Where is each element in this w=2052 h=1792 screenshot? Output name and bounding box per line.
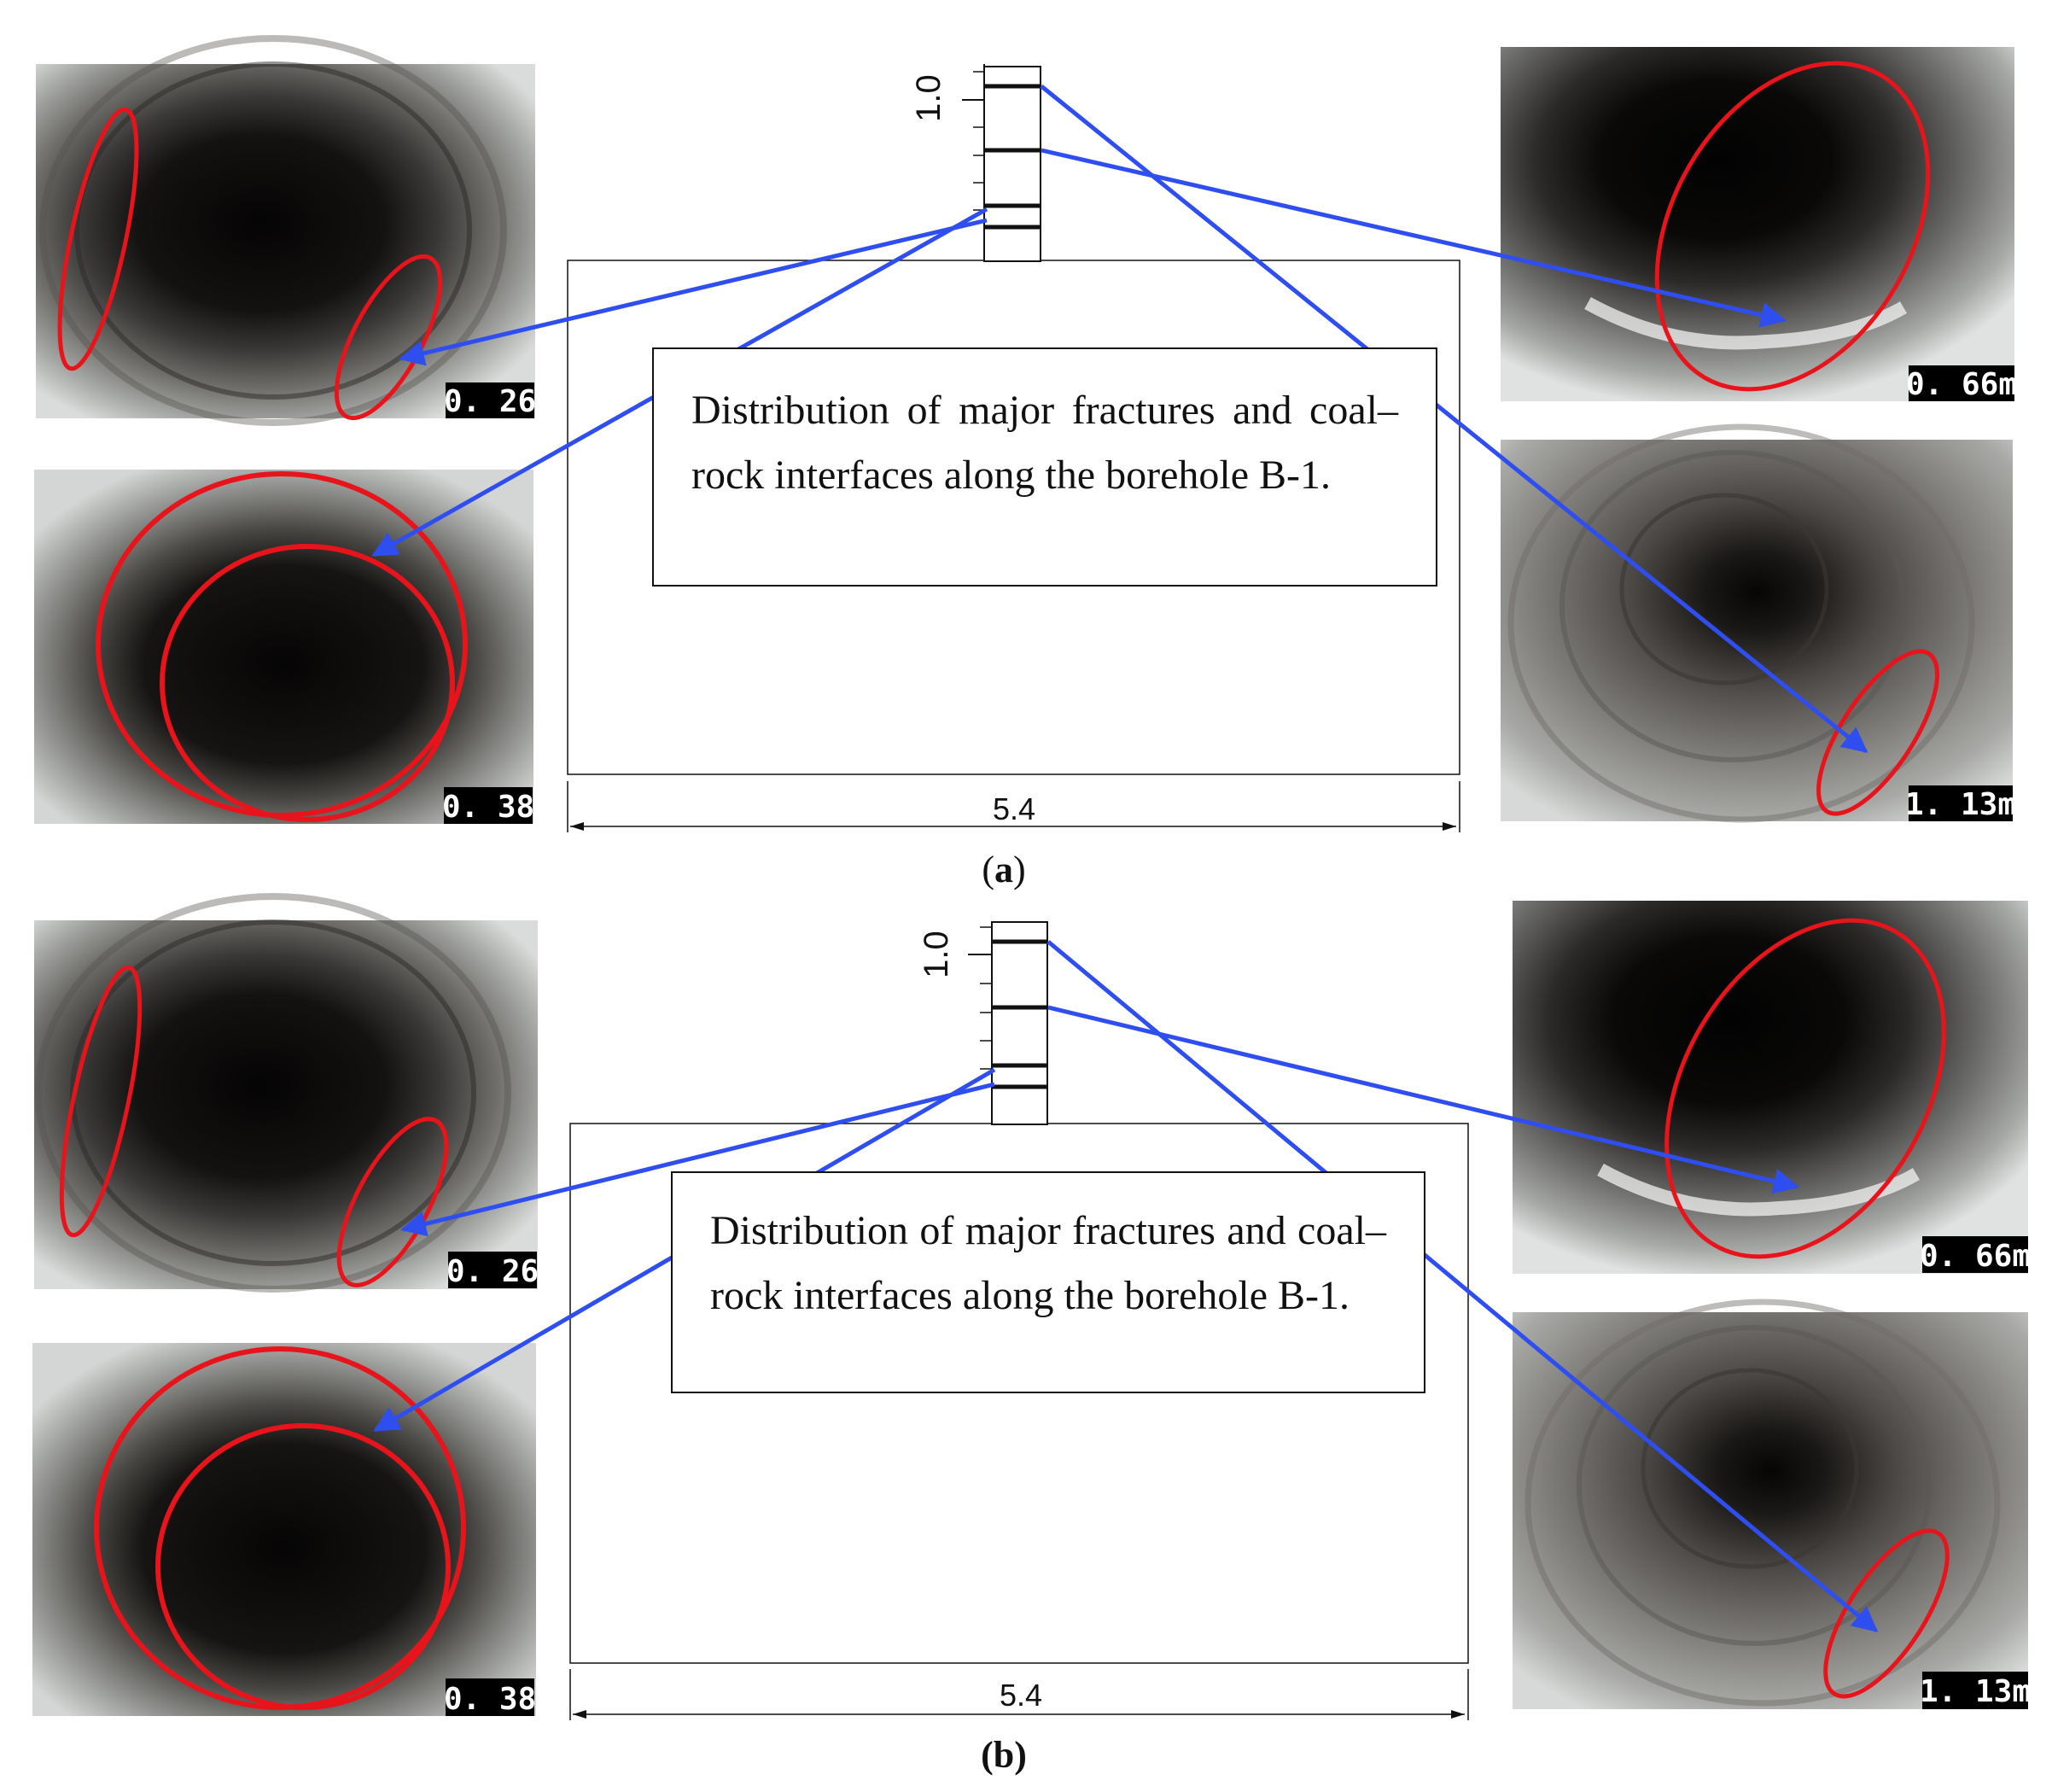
depth-label: 1. 13m — [1905, 787, 2016, 822]
arrow-to-1-13 — [1040, 85, 1868, 753]
depth-label: 0. 66m — [1906, 367, 2017, 402]
bore-ring — [74, 61, 472, 400]
arrow-to-0-66 — [1047, 1005, 1799, 1194]
dimension-arrow — [1451, 1710, 1465, 1719]
arrow-to-0-26 — [399, 218, 988, 366]
photo-lower-right-b: 1. 13m — [1513, 1299, 2031, 1709]
width-dimension-label: 5.4 — [993, 791, 1035, 826]
panel-label-a: (a) — [982, 849, 1026, 890]
bore-ring — [1641, 1368, 1859, 1569]
interface-ellipse — [155, 1423, 451, 1710]
borehole-schematic-a — [567, 64, 1460, 832]
photo-lower-left-b: 0. 38 — [32, 1343, 536, 1717]
borehole-image — [36, 64, 535, 418]
photo-upper-left-b: 0. 26 — [34, 893, 539, 1293]
width-dimension-label: 5.4 — [1000, 1678, 1042, 1713]
depth-label-bg — [446, 1678, 534, 1716]
bore-ring — [39, 35, 507, 426]
bore-ring — [1577, 1325, 1932, 1646]
borehole-column — [991, 921, 1048, 1125]
depth-label: 0. 26 — [446, 1254, 539, 1289]
depth-label-bg — [1909, 785, 2013, 821]
arrow-to-1-13 — [1046, 940, 1879, 1632]
borehole-image — [32, 1343, 536, 1716]
dimension-arrow — [573, 1710, 586, 1719]
caption-box-a: Distribution of major fractures and coal… — [652, 347, 1437, 587]
depth-scale-label: 1.0 — [918, 931, 955, 978]
photo-lower-right-a: 1. 13m — [1501, 423, 2016, 823]
depth-label-bg — [1922, 1672, 2028, 1709]
arrow-to-0-26 — [400, 1082, 995, 1237]
photo-upper-right-a: 0. 66m — [1501, 47, 2017, 402]
depth-label-bg — [1922, 1236, 2028, 1273]
interface-ellipse — [160, 544, 455, 822]
photo-upper-left-a: 0. 26 — [36, 35, 536, 426]
depth-label-bg — [1909, 365, 2014, 401]
depth-scale-label: 1.0 — [910, 74, 947, 122]
dimension-arrow — [1443, 822, 1456, 831]
borehole-image — [1513, 901, 2028, 1274]
depth-label-bg — [446, 382, 534, 418]
borehole-column — [983, 66, 1041, 262]
fracture-ellipse — [1816, 649, 1939, 816]
bore-ring — [35, 893, 511, 1293]
depth-label-bg — [448, 1252, 537, 1288]
depth-label: 1. 13m — [1920, 1674, 2031, 1709]
depth-label: 0. 38 — [442, 790, 534, 825]
bore-ring — [1559, 450, 1906, 762]
arrow-to-0-66 — [1041, 148, 1787, 328]
caption-box-b: Distribution of major fractures and coal… — [671, 1171, 1425, 1393]
fracture-ellipse — [57, 107, 139, 371]
fracture-ellipse — [1664, 918, 1946, 1259]
depth-label: 0. 38 — [444, 1682, 536, 1717]
bore-ring — [1524, 1299, 2001, 1707]
depth-label: 0. 66m — [1920, 1239, 2031, 1274]
fracture-ellipse — [1654, 61, 1931, 392]
coal-rock-interface — [1584, 296, 1908, 350]
panel-b: 0. 26 0. 38 0. 66m — [32, 893, 2031, 1720]
depth-label-bg — [444, 787, 533, 824]
depth-label: 0. 26 — [444, 384, 536, 419]
fracture-ellipse — [1823, 1528, 1950, 1699]
borehole-image — [34, 470, 533, 824]
connector-arrows-b — [373, 940, 1879, 1632]
photo-lower-left-a: 0. 38 — [34, 470, 534, 825]
panel-label-b: (b) — [981, 1734, 1027, 1776]
borehole-schematic-b — [569, 921, 1469, 1720]
bore-ring — [1619, 493, 1829, 686]
bore-ring — [1507, 423, 1975, 823]
fracture-ellipse — [59, 965, 143, 1238]
caption-text: Distribution of major fractures and coal… — [691, 388, 1398, 498]
caption-text: Distribution of major fractures and coal… — [710, 1208, 1386, 1318]
photo-upper-right-b: 0. 66m — [1513, 901, 2031, 1274]
panel-a: 0. 26 0. 38 0. 66m — [34, 35, 2017, 832]
dimension-arrow — [570, 822, 584, 831]
